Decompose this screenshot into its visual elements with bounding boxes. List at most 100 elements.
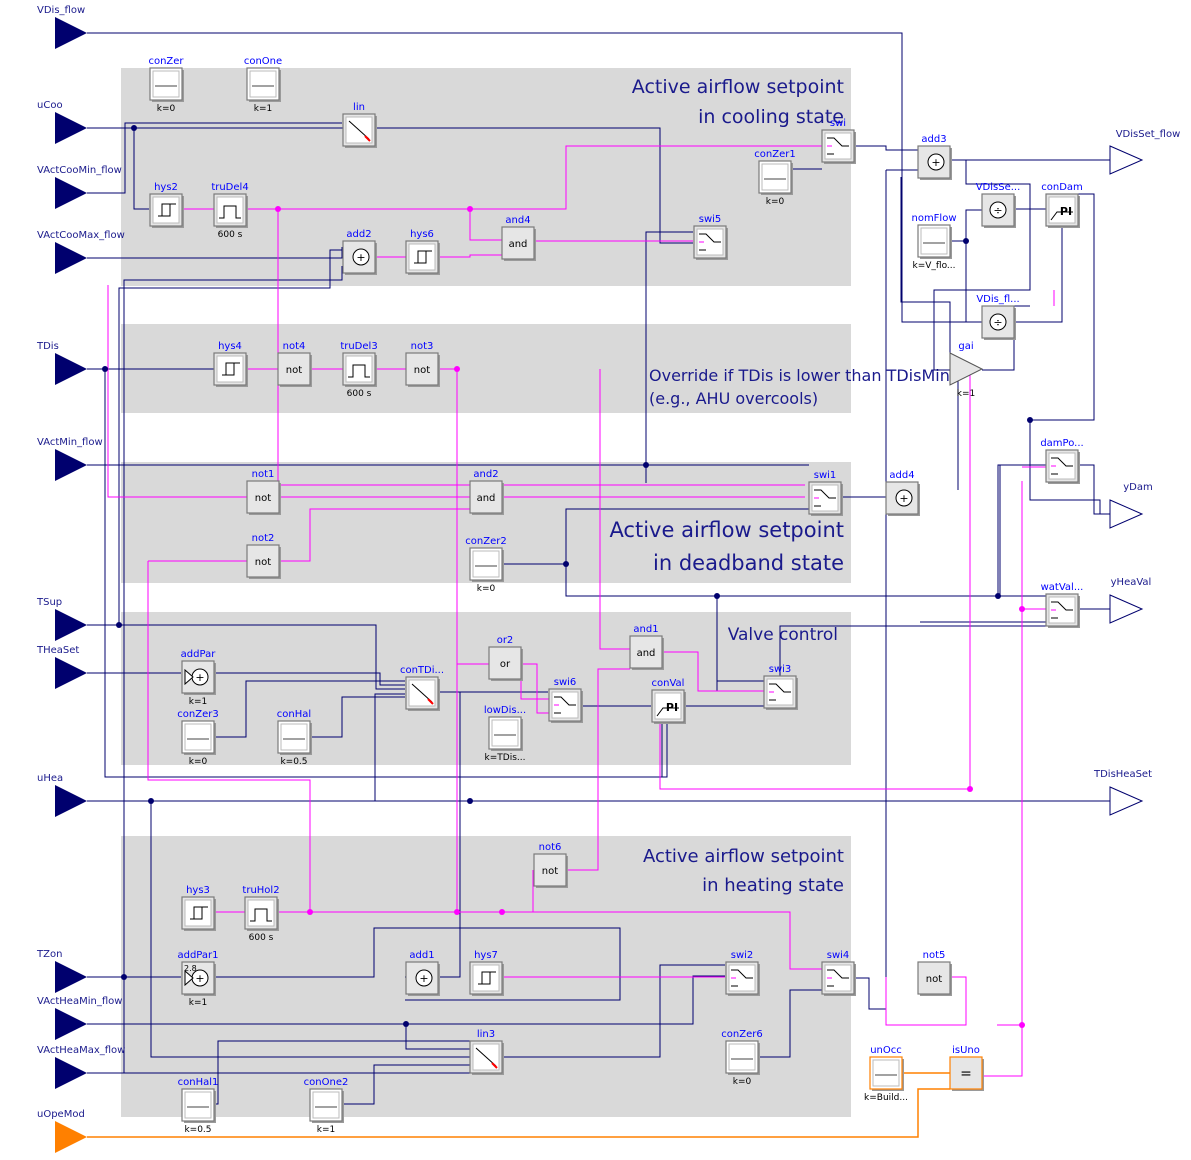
block-hys3[interactable]: hys3 [181,885,216,931]
block-swi6[interactable]: swi6 [548,677,583,723]
block-param: k=0 [733,1077,752,1087]
output-triangle-icon [1109,145,1144,175]
boolean-wire [278,508,470,562]
wire-junction [499,909,505,915]
block-hys4[interactable]: hys4 [213,341,248,387]
block-add4[interactable]: +add4 [885,470,920,516]
block-add3[interactable]: +add3 [917,134,952,180]
input-port-TSup[interactable]: TSup [36,597,87,641]
input-port-TDis[interactable]: TDis [36,341,87,385]
block-VDisfl[interactable]: ÷VDis_fl... [976,294,1020,340]
block-lowDis[interactable]: lowDis...k=TDis... [484,705,526,763]
block-watVal[interactable]: watVal... [1041,582,1084,628]
input-port-VActCooMax_flow[interactable]: VActCooMax_flow [37,230,125,274]
input-port-TZon[interactable]: TZon [36,949,87,993]
block-isUno[interactable]: =isUno [949,1045,984,1091]
block-swi3[interactable]: swi3 [763,664,798,710]
real-wire [900,177,951,361]
input-port-uHea[interactable]: uHea [37,773,87,817]
block-name: conOne2 [304,1077,349,1088]
block-add2[interactable]: +add2 [342,229,377,275]
block-add1[interactable]: +add1 [405,950,440,996]
block-hys7[interactable]: hys7 [469,950,504,996]
real-wire [87,122,342,194]
output-port-yDam[interactable]: yDam [1109,482,1153,529]
block-param: k=0.5 [280,757,307,767]
input-label: VActHeaMax_flow [37,1045,125,1056]
block-name: not1 [252,469,275,480]
input-port-uOpeMod[interactable]: uOpeMod [37,1109,87,1153]
input-port-VActHeaMax_flow[interactable]: VActHeaMax_flow [37,1045,125,1089]
input-port-VActMin_flow[interactable]: VActMin_flow [37,437,103,481]
boolean-wire [502,911,822,970]
block-swi4[interactable]: swi4 [821,950,856,996]
wire-junction [121,974,127,980]
output-port-VDisSet_flow[interactable]: VDisSet_flow [1109,129,1180,175]
input-port-uCoo[interactable]: uCoo [37,100,87,144]
real-wire [342,1064,470,1105]
wire-junction [131,125,137,131]
block-name: swi [830,118,846,129]
output-label: yHeaVal [1111,577,1152,588]
block-param: k=1 [189,998,207,1008]
real-wire [133,128,149,210]
input-port-VActCooMin_flow[interactable]: VActCooMin_flow [37,165,122,209]
block-name: add1 [409,950,434,961]
block-lin3[interactable]: lin3 [469,1029,504,1075]
real-wire [965,209,982,241]
block-name: nomFlow [911,213,956,224]
block-swi1[interactable]: swi1 [808,470,843,516]
block-hys6[interactable]: hys6 [405,229,440,275]
input-port-THeaSet[interactable]: THeaSet [36,645,87,689]
block-param: k=1 [254,104,272,114]
input-port-VDis_flow[interactable]: VDis_flow [37,5,87,49]
block-swi5[interactable]: swi5 [693,214,728,260]
block-name: hys3 [186,885,210,896]
block-nomFlow[interactable]: nomFlowk=V_flo... [911,213,956,271]
block-VDisSe[interactable]: ÷VDisSe... [976,182,1021,228]
output-port-yHeaVal[interactable]: yHeaVal [1109,577,1152,624]
svg-text:÷: ÷ [993,204,1002,217]
input-port-VActHeaMin_flow[interactable]: VActHeaMin_flow [37,996,122,1040]
block-param: k=0 [766,197,785,207]
output-port-TDisHeaSet[interactable]: TDisHeaSet [1093,769,1152,816]
block-conTDi[interactable]: conTDi... [400,665,444,711]
block-name: not5 [923,950,946,961]
block-swi[interactable]: swi [821,118,856,164]
block-unOcc[interactable]: unOcck=Build... [864,1045,908,1103]
input-label: THeaSet [36,645,79,656]
block-lin[interactable]: lin [342,102,377,148]
block-hys2[interactable]: hys2 [149,182,184,228]
block-name: conVal [652,678,685,689]
block-damPo[interactable]: damPo... [1040,438,1084,484]
real-wire [87,32,982,323]
block-swi2[interactable]: swi2 [725,950,760,996]
